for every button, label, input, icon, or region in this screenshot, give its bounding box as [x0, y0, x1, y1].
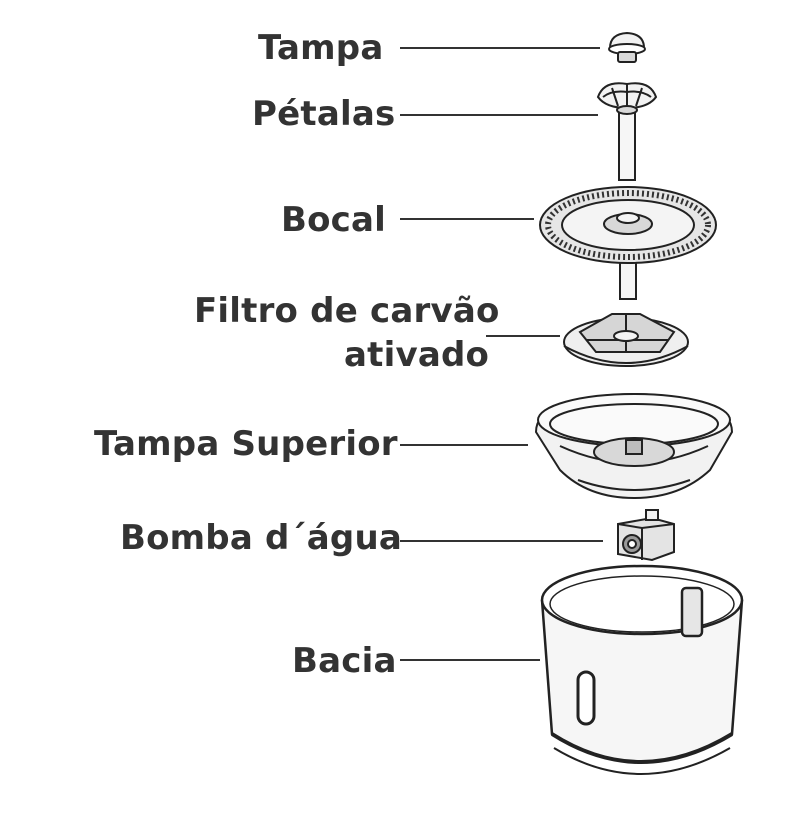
part-bomba: [617, 509, 675, 562]
label-tampa-superior: Tampa Superior: [94, 424, 398, 464]
part-bacia: [540, 564, 744, 775]
label-bocal: Bocal: [281, 200, 387, 240]
label-filtro-line2: ativado: [344, 335, 490, 375]
part-tampa: [608, 31, 646, 63]
part-filtro: [563, 313, 689, 367]
leader-lines: [400, 47, 603, 661]
part-petalas: [596, 82, 658, 181]
label-bacia: Bacia: [292, 641, 397, 681]
label-petalas: Pétalas: [252, 94, 396, 134]
label-filtro-line1: Filtro de carvão: [194, 291, 500, 331]
part-tampa-superior: [534, 392, 734, 500]
part-bocal: [539, 186, 717, 300]
label-tampa: Tampa: [258, 28, 384, 68]
label-bomba: Bomba d´água: [120, 518, 402, 558]
